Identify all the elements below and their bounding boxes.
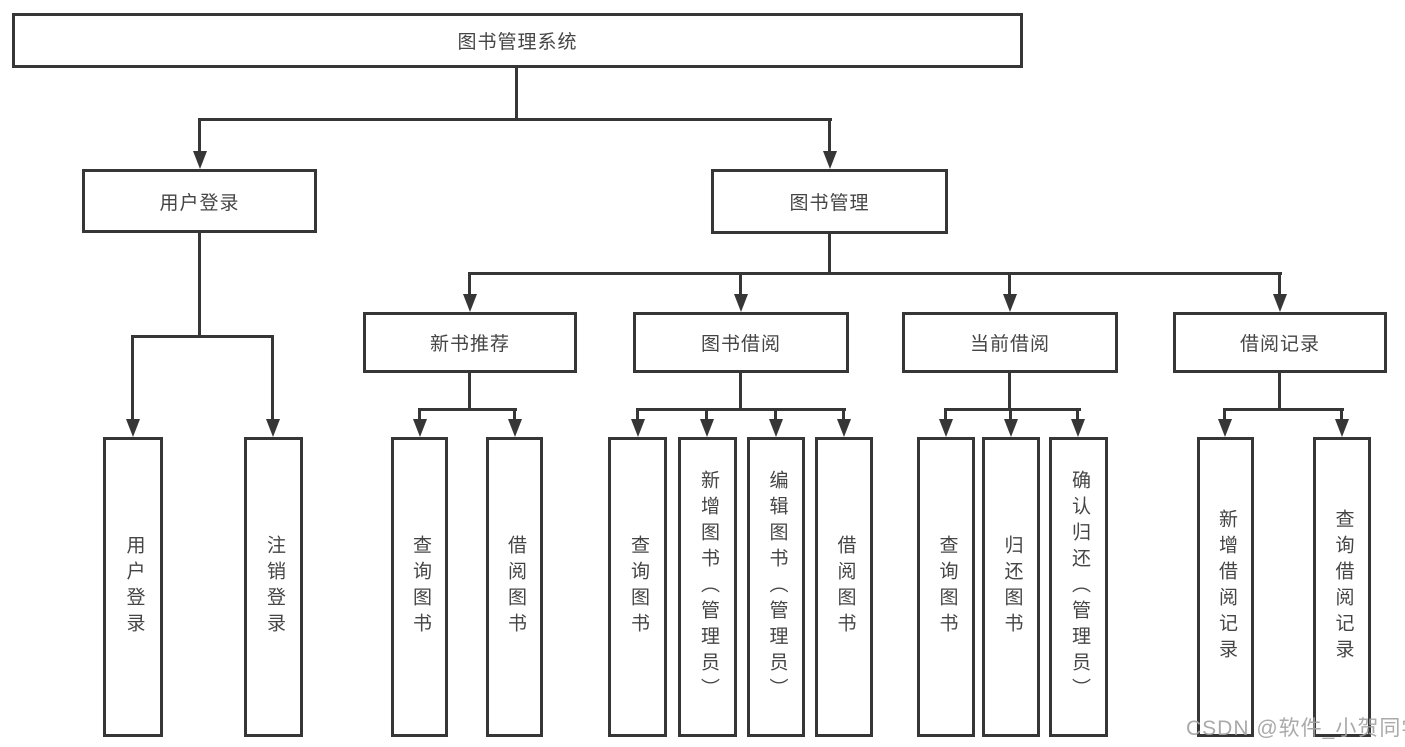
connector-line [944, 408, 947, 421]
leaf-return-books: 归还图书 [982, 437, 1040, 737]
connector-line [1076, 408, 1079, 421]
arrowhead-down-icon [769, 419, 783, 437]
leaf-edit-books-admin: 编辑图书（管理员） [747, 437, 805, 737]
node-current-borrow-label: 当前借阅 [969, 334, 1050, 355]
arrowhead-down-icon [1335, 419, 1349, 437]
leaf-return-books-label: 归还图书 [1001, 535, 1023, 639]
leaf-borrow-books-label: 借阅图书 [834, 535, 856, 639]
arrowhead-down-icon [1003, 294, 1017, 312]
connector-line [636, 408, 639, 421]
leaf-add-books-admin-label: 新增图书（管理员） [697, 470, 719, 704]
connector-line [1008, 373, 1011, 411]
leaf-query-books-borrow-label: 查询图书 [627, 535, 649, 639]
leaf-edit-books-admin-label: 编辑图书（管理员） [766, 470, 788, 704]
arrowhead-down-icon [193, 151, 207, 169]
connector-line [1009, 408, 1012, 421]
leaf-add-borrow-record: 新增借阅记录 [1197, 437, 1254, 737]
connector-line [739, 272, 742, 298]
connector-line [1223, 408, 1226, 421]
arrowhead-down-icon [939, 419, 953, 437]
leaf-add-books-admin: 新增图书（管理员） [678, 437, 737, 737]
node-borrow-records-label: 借阅记录 [1239, 334, 1320, 355]
leaf-query-books-borrow: 查询图书 [608, 437, 667, 737]
connector-line [739, 373, 742, 411]
leaf-confirm-return-admin-label: 确认归还（管理员） [1068, 470, 1090, 704]
node-root-label: 图书管理系统 [457, 32, 578, 53]
connector-line [198, 118, 201, 153]
connector-line [468, 272, 1282, 275]
node-user-login: 用户登录 [82, 169, 317, 233]
arrowhead-down-icon [126, 419, 140, 437]
arrowhead-down-icon [837, 419, 851, 437]
arrowhead-down-icon [1071, 419, 1085, 437]
leaf-user-login: 用户登录 [103, 437, 163, 737]
node-root-system: 图书管理系统 [12, 13, 1023, 68]
arrowhead-down-icon [508, 419, 522, 437]
connector-line [418, 408, 421, 421]
connector-line [198, 233, 201, 337]
connector-line [842, 408, 845, 421]
arrowhead-down-icon [734, 294, 748, 312]
connector-line [515, 68, 518, 118]
leaf-query-books-current-label: 查询图书 [936, 535, 958, 639]
arrowhead-down-icon [463, 294, 477, 312]
node-user-login-label: 用户登录 [159, 192, 240, 214]
node-book-borrow: 图书借阅 [633, 312, 849, 373]
node-new-book-recommend-label: 新书推荐 [429, 334, 510, 355]
connector-line [131, 335, 134, 421]
leaf-borrow-books: 借阅图书 [815, 437, 873, 737]
leaf-user-login-label: 用户登录 [123, 535, 145, 639]
arrowhead-down-icon [1273, 294, 1287, 312]
connector-line [774, 408, 777, 421]
arrowhead-down-icon [413, 419, 427, 437]
connector-line [828, 118, 831, 153]
arrowhead-down-icon [700, 419, 714, 437]
leaf-logout: 注销登录 [244, 437, 303, 737]
leaf-query-borrow-record: 查询借阅记录 [1313, 437, 1371, 737]
connector-line [1340, 408, 1343, 421]
leaf-query-borrow-record-label: 查询借阅记录 [1332, 509, 1354, 665]
leaf-confirm-return-admin: 确认归还（管理员） [1049, 437, 1108, 737]
leaf-logout-label: 注销登录 [263, 535, 285, 639]
connector-line [198, 118, 832, 121]
node-book-borrow-label: 图书借阅 [700, 334, 781, 355]
node-borrow-records: 借阅记录 [1173, 312, 1387, 373]
connector-line [828, 234, 831, 275]
connector-line [1008, 272, 1011, 298]
connector-line [1278, 272, 1281, 298]
connector-line [944, 408, 1081, 411]
connector-line [1278, 373, 1281, 411]
connector-line [468, 272, 471, 298]
connector-line [468, 373, 471, 411]
connector-line [636, 408, 846, 411]
node-book-management: 图书管理 [711, 169, 948, 234]
leaf-query-books-current: 查询图书 [917, 437, 975, 737]
leaf-borrow-books-recommend: 借阅图书 [486, 437, 543, 737]
arrowhead-down-icon [266, 419, 280, 437]
arrowhead-down-icon [631, 419, 645, 437]
arrowhead-down-icon [823, 151, 837, 169]
arrowhead-down-icon [1218, 419, 1232, 437]
arrowhead-down-icon [1004, 419, 1018, 437]
leaf-borrow-books-recommend-label: 借阅图书 [504, 535, 526, 639]
leaf-add-borrow-record-label: 新增借阅记录 [1215, 509, 1237, 665]
connector-line [1223, 408, 1344, 411]
connector-line [418, 408, 517, 411]
connector-line [513, 408, 516, 421]
csdn-watermark: CSDN @软件_小贺同学 [1186, 717, 1405, 740]
leaf-query-books-recommend: 查询图书 [391, 437, 448, 737]
connector-line [705, 408, 708, 421]
connector-line [271, 335, 274, 421]
node-current-borrow: 当前借阅 [902, 312, 1118, 373]
leaf-query-books-recommend-label: 查询图书 [409, 535, 431, 639]
node-new-book-recommend: 新书推荐 [363, 312, 577, 373]
node-book-management-label: 图书管理 [789, 193, 870, 214]
connector-line [131, 335, 274, 338]
